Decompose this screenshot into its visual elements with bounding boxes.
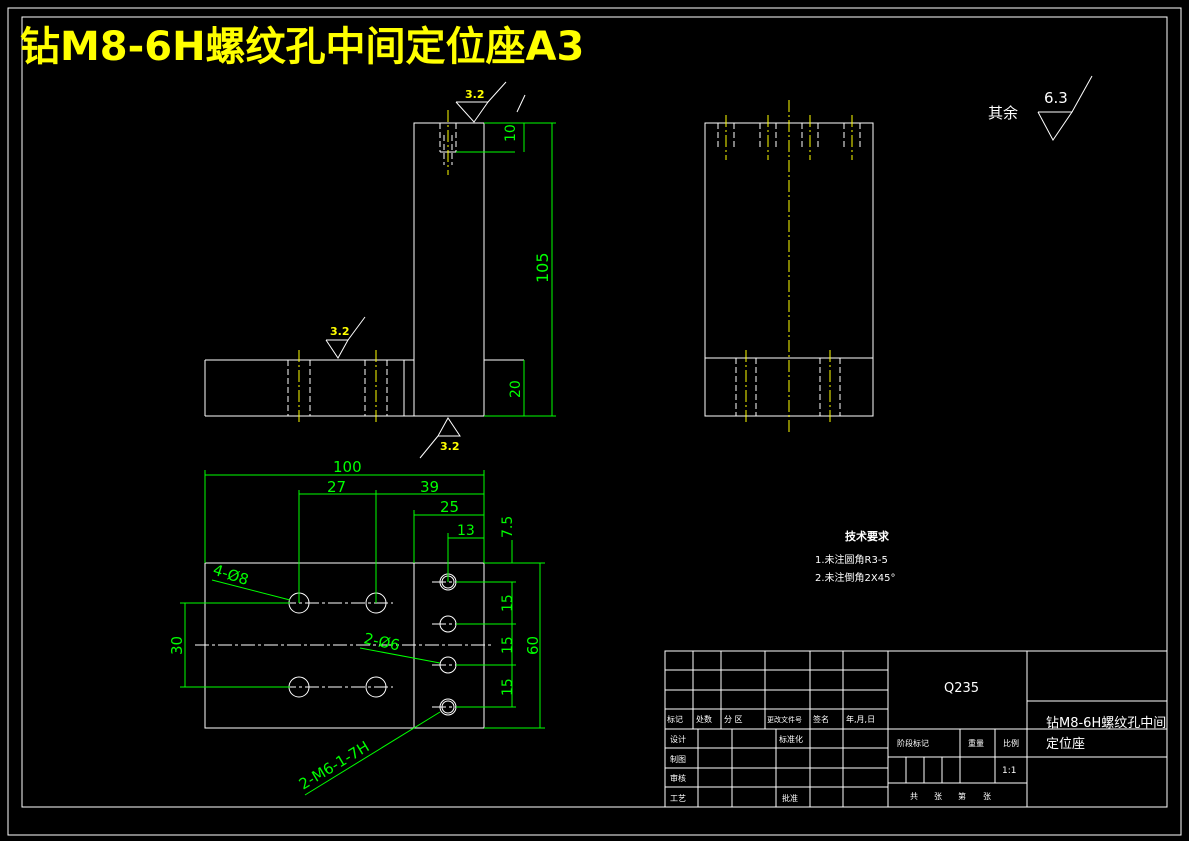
roughness-front-top-icon — [455, 81, 507, 123]
tb-label-sign: 签名 — [813, 714, 829, 724]
tb-label-file: 更改文件号 — [767, 715, 802, 724]
tb-drawing: 制图 — [670, 754, 686, 764]
roughness-rest-icon — [1037, 75, 1093, 141]
tb-label-zone: 分 区 — [724, 715, 743, 724]
dim-front-105: 105 — [533, 252, 552, 283]
tb-label-date: 年,月,日 — [846, 714, 875, 724]
tech-item-1: 1.未注圆角R3-5 — [815, 553, 888, 566]
tb-sheet-no: 第 — [958, 791, 966, 801]
roughness-front-bottom-icon — [419, 417, 461, 459]
inner-border — [21, 16, 1168, 808]
dim-top-60: 60 — [524, 636, 542, 655]
material: Q235 — [944, 681, 979, 696]
tb-weight: 重量 — [968, 738, 984, 748]
dim-front-20: 20 — [508, 380, 524, 398]
tb-design: 设计 — [670, 734, 686, 744]
dim-front-10: 10 — [503, 124, 519, 142]
dim-top-15b: 15 — [500, 636, 516, 654]
tb-scale-value: 1:1 — [1002, 766, 1016, 776]
dim-top-30: 30 — [168, 636, 186, 655]
tb-stage-mark: 阶段标记 — [897, 738, 929, 748]
tb-review: 审核 — [670, 773, 686, 783]
tb-sheet-unit2: 张 — [983, 792, 991, 801]
dim-top-7-5: 7.5 — [500, 516, 516, 538]
drawing-title: 钻M8-6H螺纹孔中间定位座A3 — [20, 24, 584, 70]
dim-top-39: 39 — [420, 478, 439, 496]
tb-sheet-total: 共 — [910, 792, 918, 801]
front-dimensions — [484, 122, 556, 417]
front-centerlines — [298, 110, 449, 425]
leader-line — [516, 94, 526, 113]
top-dimensions — [180, 470, 545, 796]
roughness-front-step-icon — [325, 316, 366, 359]
dim-top-13: 13 — [457, 523, 475, 539]
part-name-line1: 钻M8-6H螺纹孔中间 — [1046, 716, 1166, 731]
roughness-rest-label: 其余 — [988, 104, 1018, 122]
dim-top-15a: 15 — [500, 594, 516, 612]
dim-top-100: 100 — [333, 458, 362, 476]
tb-process: 工艺 — [670, 794, 686, 803]
front-view — [204, 122, 524, 417]
tb-label-mark: 标记 — [667, 714, 683, 724]
dim-top-25: 25 — [440, 498, 459, 516]
roughness-front-bottom: 3.2 — [440, 440, 460, 453]
title-block — [664, 650, 1168, 808]
tb-label-count: 处数 — [696, 714, 712, 724]
tech-heading: 技术要求 — [845, 529, 890, 543]
tech-item-2: 2.未注倒角2X45° — [815, 571, 895, 584]
side-centerlines — [725, 100, 853, 435]
tb-sheet-unit1: 张 — [934, 792, 942, 801]
tb-scale-label: 比例 — [1003, 738, 1019, 748]
roughness-front-top: 3.2 — [465, 88, 485, 101]
part-name-line2: 定位座 — [1046, 737, 1085, 752]
tb-approve: 批准 — [782, 793, 798, 803]
dim-top-15c: 15 — [500, 678, 516, 696]
roughness-front-step: 3.2 — [330, 325, 350, 338]
tb-standardization: 标准化 — [779, 734, 803, 744]
dim-top-27: 27 — [327, 478, 346, 496]
outer-border — [7, 7, 1182, 836]
roughness-rest-value: 6.3 — [1044, 89, 1068, 107]
